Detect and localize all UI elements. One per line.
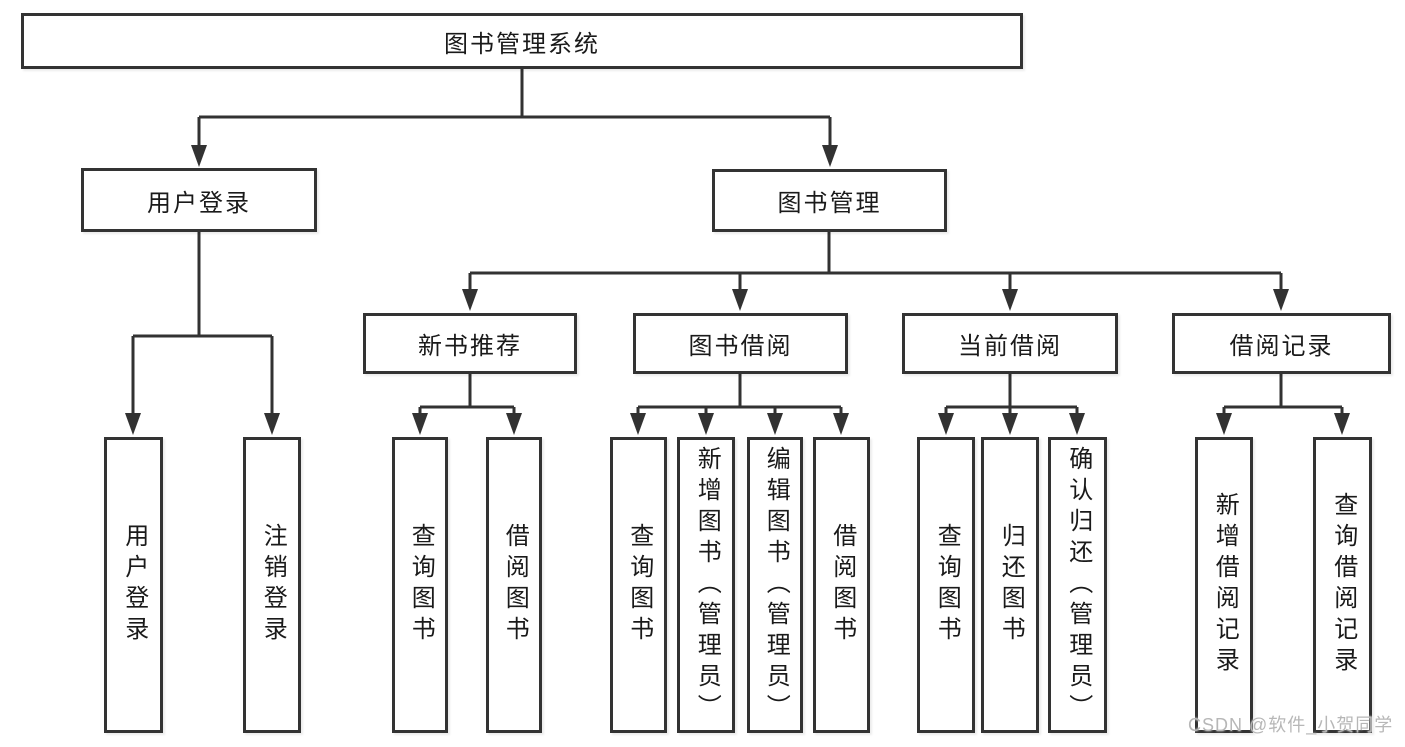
- leaf-query-books-3: 查询图书: [917, 437, 975, 733]
- leaf-return-books: 归还图书: [981, 437, 1039, 733]
- leaf-query-books-2: 查询图书: [610, 437, 667, 733]
- leaf-borrow-books-1: 借阅图书: [486, 437, 542, 733]
- leaf-edit-books-admin: 编辑图书（管理员）: [747, 437, 803, 733]
- node-new-book-recommend: 新书推荐: [363, 313, 577, 374]
- leaf-query-borrow-record: 查询借阅记录: [1313, 437, 1372, 733]
- node-borrow-records: 借阅记录: [1172, 313, 1391, 374]
- node-book-management: 图书管理: [712, 169, 947, 232]
- leaf-add-borrow-record: 新增借阅记录: [1195, 437, 1253, 733]
- node-current-borrow: 当前借阅: [902, 313, 1118, 374]
- node-user-login: 用户登录: [81, 168, 317, 232]
- node-root: 图书管理系统: [21, 13, 1023, 69]
- leaf-query-books-1: 查询图书: [392, 437, 448, 733]
- leaf-add-books-admin: 新增图书（管理员）: [677, 437, 735, 733]
- csdn-watermark: CSDN @软件_小贺同学: [1188, 715, 1394, 735]
- node-book-borrow: 图书借阅: [633, 313, 848, 374]
- leaf-borrow-books-2: 借阅图书: [813, 437, 870, 733]
- leaf-user-login: 用户登录: [104, 437, 163, 733]
- leaf-logout-login: 注销登录: [243, 437, 301, 733]
- leaf-confirm-return-admin: 确认归还（管理员）: [1048, 437, 1107, 733]
